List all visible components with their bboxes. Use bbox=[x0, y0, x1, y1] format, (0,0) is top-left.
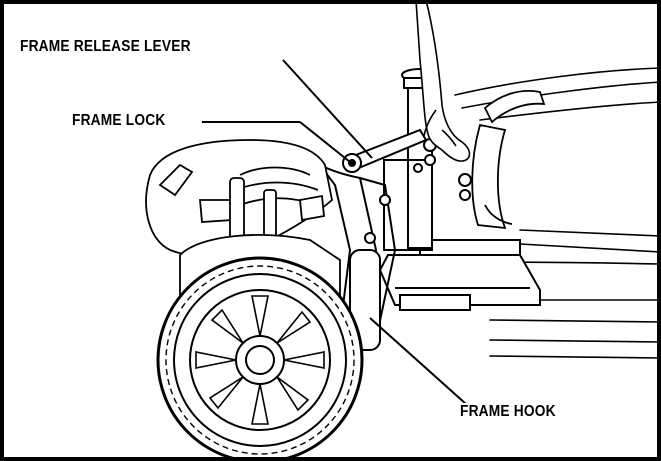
release-lever-leader bbox=[282, 59, 373, 159]
front-wheel bbox=[156, 256, 364, 461]
frame-release-lever-label: FRAME RELEASE LEVER bbox=[20, 38, 191, 56]
frame-hook-label: FRAME HOOK bbox=[460, 403, 556, 421]
rear-deck-body bbox=[454, 67, 661, 359]
frame-hook-leader bbox=[369, 317, 467, 405]
frame-release-lever bbox=[342, 128, 428, 173]
frame-lock-label: FRAME LOCK bbox=[72, 112, 166, 130]
battery-tray bbox=[378, 239, 541, 311]
handle-grip bbox=[471, 90, 546, 230]
hand-on-lever bbox=[415, 0, 471, 162]
callout-leaders bbox=[202, 59, 467, 405]
frame-lock-leader-angle bbox=[299, 121, 351, 163]
